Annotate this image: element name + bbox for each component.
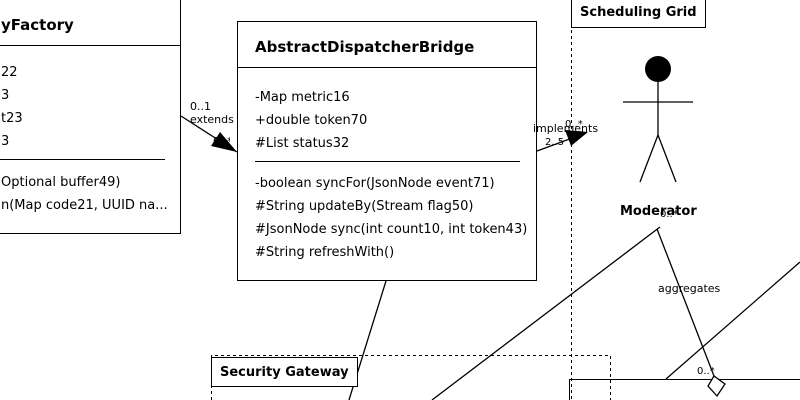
operation-row: -boolean syncFor(JsonNode event71) <box>255 176 495 191</box>
left-class-separator <box>0 159 165 160</box>
aggregates-multiplicity-top: 0..* <box>660 209 678 220</box>
operation-row: Optional buffer49) <box>1 175 121 190</box>
attribute-row: 3 <box>1 88 10 103</box>
operation-row: #JsonNode sync(int count10, int token43) <box>255 222 528 237</box>
left-class-attributes: 22 3 t23 3 <box>1 61 23 153</box>
aggregates-diamond <box>707 375 726 398</box>
extends-label: extends <box>190 113 234 126</box>
main-class-attributes: -Map metric16 +double token70 #List stat… <box>255 86 367 155</box>
security-gateway-frame-label[interactable]: Security Gateway <box>211 357 358 387</box>
actor-aggregates-line <box>656 228 715 377</box>
attribute-row: 3 <box>1 134 10 149</box>
scheduling-grid-frame-label[interactable]: Scheduling Grid <box>571 0 706 28</box>
left-class-operations: Optional buffer49) n(Map code21, UUID na… <box>1 171 168 217</box>
attribute-row: 22 <box>1 65 18 80</box>
operation-row: #String updateBy(Stream flag50) <box>255 199 474 214</box>
attribute-row: t23 <box>1 111 23 126</box>
implements-label: implements <box>533 122 599 135</box>
bottom-right-box <box>569 379 800 400</box>
left-class-box[interactable]: yFactory 22 3 t23 3 Optional buffer49) n… <box>0 0 181 234</box>
moderator-actor-name[interactable]: Moderator <box>620 204 697 219</box>
aggregates-multiplicity-bottom: 0..* <box>697 366 715 377</box>
main-class-separator <box>255 161 520 162</box>
operation-row: n(Map code21, UUID na... <box>1 198 168 213</box>
attribute-row: #List status32 <box>255 136 350 151</box>
attribute-row: -Map metric16 <box>255 90 350 105</box>
operation-row: #String refreshWith() <box>255 245 395 260</box>
main-class-name: AbstractDispatcherBridge <box>238 22 536 68</box>
left-class-name: yFactory <box>0 0 180 46</box>
implements-multiplicity-source: 2..5 <box>545 137 565 148</box>
implements-multiplicity-target: 0..* <box>565 119 583 130</box>
extends-arrowhead <box>211 132 237 152</box>
moderator-actor-figure <box>623 56 693 183</box>
right-edge-line <box>665 261 800 380</box>
aggregates-label: aggregates <box>658 282 721 295</box>
implements-arrowhead <box>565 130 588 146</box>
actor-to-security-line <box>431 226 661 400</box>
abstract-dispatcher-bridge-class[interactable]: AbstractDispatcherBridge -Map metric16 +… <box>237 21 537 281</box>
attribute-row: +double token70 <box>255 113 368 128</box>
extends-multiplicity-target: 0..* <box>213 136 230 148</box>
main-class-operations: -boolean syncFor(JsonNode event71) #Stri… <box>255 172 527 264</box>
extends-multiplicity-source: 0..1 <box>190 100 211 113</box>
